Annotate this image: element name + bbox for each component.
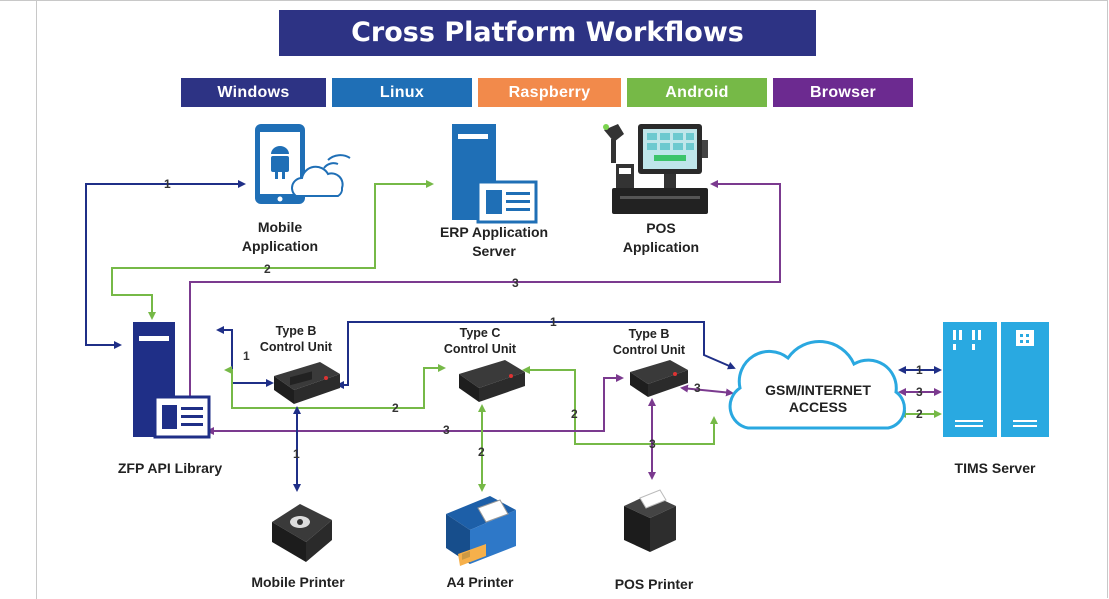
pos-printer-icon <box>624 489 676 552</box>
zfp-library-server-icon <box>133 322 211 439</box>
cloud-icon <box>728 340 906 430</box>
flow-num: 1 <box>243 349 250 363</box>
a4-printer-label: A4 Printer <box>446 574 514 590</box>
pos-terminal-icon <box>603 124 708 214</box>
cu-left-label-line2: Control Unit <box>259 340 333 354</box>
platform-tag-browser: Browser <box>773 78 913 107</box>
erp-label-line2: Server <box>472 243 516 259</box>
pos-app-label-line1: POS <box>646 220 676 236</box>
control-unit-right-icon <box>630 360 688 397</box>
flow-num: 3 <box>649 437 656 451</box>
flow-3-zfp-cu-right <box>206 374 624 435</box>
flow-num: 2 <box>571 407 578 421</box>
erp-label-line1: ERP Application <box>439 224 549 240</box>
cloud-label-line2: ACCESS <box>788 399 848 415</box>
a4-printer-icon <box>446 496 516 566</box>
control-unit-mid-icon <box>459 360 525 402</box>
cu-mid-label: Type C Control Unit <box>428 325 532 357</box>
zfp-label: ZFP API Library <box>117 460 223 476</box>
cloud-wifi-icon <box>291 154 351 197</box>
flow-3-zfp-pos-app <box>186 180 781 414</box>
cloud-label-line1: GSM/INTERNET <box>765 382 871 398</box>
diagram-title: Cross Platform Workflows <box>279 10 816 56</box>
flow-num: 3 <box>916 385 923 399</box>
cu-mid-label-line1: Type C <box>459 326 501 340</box>
pos-app-label-line2: Application <box>622 239 700 255</box>
flow-num: 2 <box>916 407 923 421</box>
cu-right-label-line1: Type B <box>628 327 670 341</box>
flow-2-cu-mid-cloud <box>522 366 718 445</box>
pos-printer-label: POS Printer <box>614 576 694 592</box>
mobile-app-label: Mobile Application <box>230 218 330 256</box>
tims-label: TIMS Server <box>954 460 1036 476</box>
mobile-phone-icon <box>255 124 305 204</box>
mobile-printer-label: Mobile Printer <box>251 574 345 590</box>
platform-tag-windows: Windows <box>181 78 326 107</box>
mobile-printer-icon <box>272 504 332 562</box>
cu-right-label-line2: Control Unit <box>612 343 686 357</box>
flow-num: 2 <box>478 445 485 459</box>
platform-tag-android: Android <box>627 78 767 107</box>
mobile-app-label-line1: Mobile <box>257 219 303 235</box>
erp-label: ERP Application Server <box>424 223 564 261</box>
control-unit-left-icon <box>274 362 340 404</box>
platform-tag-linux: Linux <box>332 78 472 107</box>
flow-num: 2 <box>392 401 399 415</box>
erp-server-icon <box>452 124 538 224</box>
flow-num: 3 <box>443 423 450 437</box>
flow-num: 3 <box>512 276 519 290</box>
page-left-rule <box>36 0 37 599</box>
platform-tag-raspberry: Raspberry <box>478 78 621 107</box>
flow-1-zfp-mobile-app <box>85 180 246 349</box>
cu-left-label: Type B Control Unit <box>244 323 348 355</box>
mobile-app-label-line2: Application <box>241 238 319 254</box>
cu-right-label: Type B Control Unit <box>597 326 701 358</box>
flow-3-cu-right-cloud <box>680 384 734 397</box>
flow-num: 1 <box>293 447 300 461</box>
flow-num: 2 <box>264 262 271 276</box>
cloud-label: GSM/INTERNET ACCESS <box>752 382 884 416</box>
flow-num: 3 <box>694 381 701 395</box>
flow-num: 1 <box>916 363 923 377</box>
tims-server-icon <box>943 322 1049 437</box>
cu-mid-label-line2: Control Unit <box>443 342 517 356</box>
flow-num: 1 <box>550 315 557 329</box>
pos-app-label: POS Application <box>606 219 716 257</box>
cu-left-label-line1: Type B <box>275 324 317 338</box>
flow-num: 1 <box>164 177 171 191</box>
